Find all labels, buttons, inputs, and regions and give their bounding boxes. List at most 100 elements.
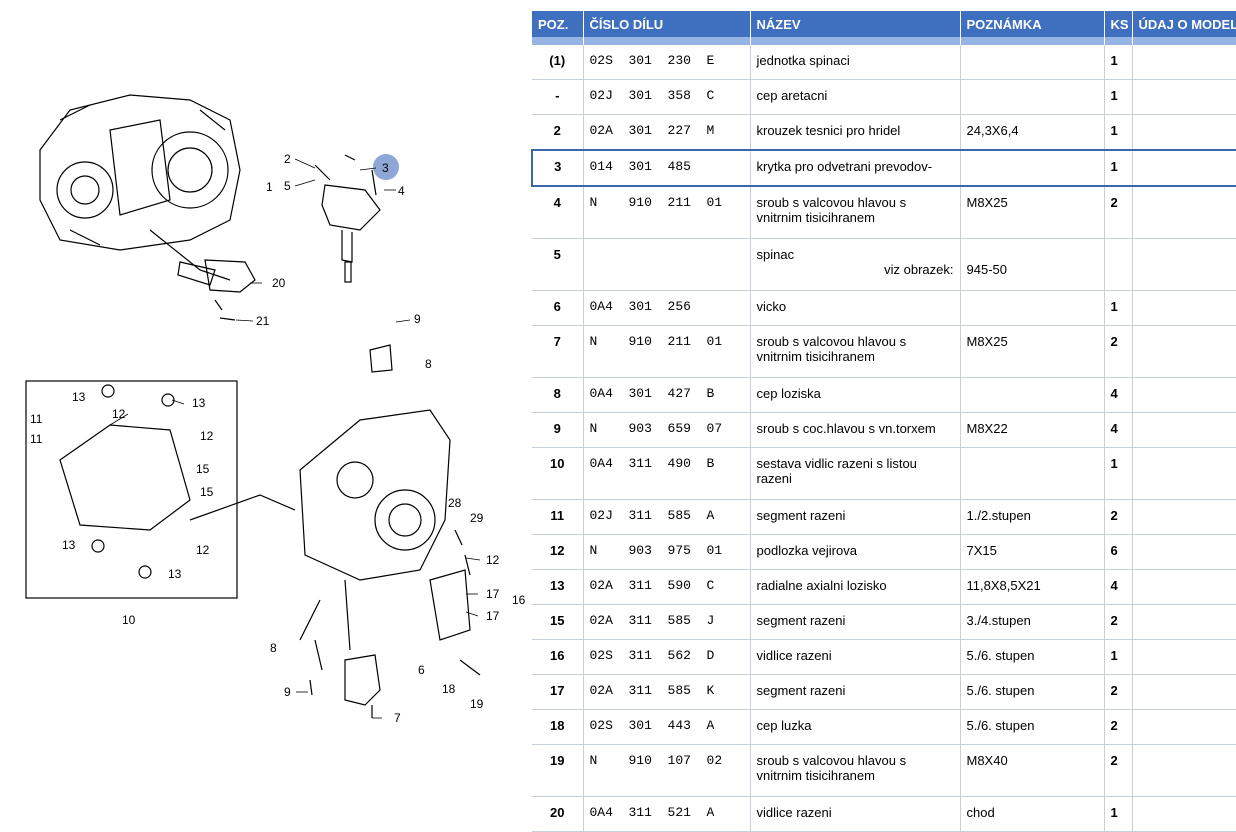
table-filter-row <box>532 37 1236 45</box>
cell-name: podlozka vejirova <box>750 534 961 570</box>
cell-part-number: 02S 311 562 D <box>583 639 751 675</box>
cell-pos: 13 <box>532 569 584 605</box>
table-header-row: POZ. ČÍSLO DÍLU NÁZEV POZNÁMKA KS ÚDAJ O… <box>532 11 1236 37</box>
cell-model <box>1132 796 1236 832</box>
table-row[interactable]: 19 N 910 107 02 sroub s valcovou hlavou … <box>532 744 1236 797</box>
gearbox-housing-top <box>39 94 241 281</box>
table-row[interactable]: 8 0A4 301 427 B cep loziska 4 <box>532 377 1236 413</box>
cell-part-number: 02J 311 585 A <box>583 499 751 535</box>
cell-pos: 12 <box>532 534 584 570</box>
cell-pos: 20 <box>532 796 584 832</box>
cell-model <box>1132 186 1236 239</box>
cell-part-number: 02S 301 443 A <box>583 709 751 745</box>
cell-model <box>1132 534 1236 570</box>
cell-note: chod <box>960 796 1105 832</box>
filter-cell <box>750 37 961 45</box>
cell-name: cep aretacni <box>750 79 961 115</box>
cell-model <box>1132 149 1236 187</box>
table-row-selected[interactable]: 3 014 301 485 krytka pro odvetrani prevo… <box>531 149 1236 187</box>
cell-qty: 1 <box>1104 796 1133 832</box>
table-row[interactable]: 16 02S 311 562 D vidlice razeni 5./6. st… <box>532 639 1236 675</box>
cell-note: M8X40 <box>960 744 1105 797</box>
callout-17b: 17 <box>486 609 500 623</box>
cell-note <box>960 447 1105 500</box>
cell-note <box>960 149 1105 187</box>
cell-name: segment razeni <box>750 499 961 535</box>
col-header-qty[interactable]: KS <box>1104 11 1133 37</box>
cell-part-number <box>583 238 751 291</box>
cell-model <box>1132 412 1236 448</box>
cell-name: krytka pro odvetrani prevodov- <box>750 149 961 187</box>
table-row[interactable]: 17 02A 311 585 K segment razeni 5./6. st… <box>532 674 1236 710</box>
cell-part-number: N 910 107 02 <box>583 744 751 797</box>
cell-name: vicko <box>750 290 961 326</box>
col-header-part-number[interactable]: ČÍSLO DÍLU <box>583 11 751 37</box>
cell-model <box>1132 569 1236 605</box>
cell-part-number: 02A 311 590 C <box>583 569 751 605</box>
cell-part-number: 02J 301 358 C <box>583 79 751 115</box>
cell-name: sroub s valcovou hlavou s vnitrnim tisic… <box>750 186 961 239</box>
cell-part-number: 02A 311 585 K <box>583 674 751 710</box>
table-row[interactable]: 9 N 903 659 07 sroub s coc.hlavou s vn.t… <box>532 412 1236 448</box>
callout-16: 16 <box>512 593 526 607</box>
cell-model <box>1132 604 1236 640</box>
cell-model <box>1132 709 1236 745</box>
col-header-model[interactable]: ÚDAJ O MODELU <box>1132 11 1236 37</box>
cell-part-number: N 910 211 01 <box>583 186 751 239</box>
cell-part-number: N 910 211 01 <box>583 325 751 378</box>
cell-part-number: 014 301 485 <box>583 149 751 187</box>
callout-11a: 11 <box>30 412 43 426</box>
table-row[interactable]: 7 N 910 211 01 sroub s valcovou hlavou s… <box>532 325 1236 378</box>
cell-note: 3./4.stupen <box>960 604 1105 640</box>
see-figure-label: viz obrazek: <box>884 262 954 277</box>
cell-qty: 1 <box>1104 149 1133 187</box>
col-header-name[interactable]: NÁZEV <box>750 11 961 37</box>
cell-pos: - <box>532 79 584 115</box>
cell-qty: 1 <box>1104 114 1133 151</box>
callout-6: 6 <box>418 663 425 677</box>
cell-qty: 2 <box>1104 744 1133 797</box>
table-row[interactable]: 13 02A 311 590 C radialne axialni lozisk… <box>532 569 1236 605</box>
table-row[interactable]: 11 02J 311 585 A segment razeni 1./2.stu… <box>532 499 1236 535</box>
figure-reference-link[interactable]: 945-50 <box>966 262 1007 277</box>
table-row[interactable]: 12 N 903 975 01 podlozka vejirova 7X15 6 <box>532 534 1236 570</box>
cell-note: 5./6. stupen <box>960 709 1105 745</box>
cell-name: jednotka spinaci <box>750 45 961 80</box>
cell-note: 24,3X6,4 <box>960 114 1105 151</box>
callout-7: 7 <box>394 711 401 725</box>
cell-pos: 7 <box>532 325 584 378</box>
table-row[interactable]: 18 02S 301 443 A cep luzka 5./6. stupen … <box>532 709 1236 745</box>
callout-13b: 13 <box>192 396 206 410</box>
cell-pos: (1) <box>532 45 584 80</box>
table-row[interactable]: 20 0A4 311 521 A vidlice razeni chod 1 <box>532 796 1236 832</box>
cell-qty: 2 <box>1104 674 1133 710</box>
filter-cell <box>583 37 751 45</box>
cell-qty: 1 <box>1104 79 1133 115</box>
cell-model <box>1132 499 1236 535</box>
cell-qty: 1 <box>1104 45 1133 80</box>
col-header-note[interactable]: POZNÁMKA <box>960 11 1105 37</box>
cell-name: cep loziska <box>750 377 961 413</box>
inset-shift-fork-assembly <box>25 380 296 599</box>
cell-model <box>1132 639 1236 675</box>
callout-5: 5 <box>284 179 291 193</box>
table-row[interactable]: 10 0A4 311 490 B sestava vidlic razeni s… <box>532 447 1236 500</box>
filter-cell <box>960 37 1105 45</box>
cell-qty: 1 <box>1104 290 1133 326</box>
table-row[interactable]: 6 0A4 301 256 vicko 1 <box>532 290 1236 326</box>
cell-pos: 16 <box>532 639 584 675</box>
col-header-pos[interactable]: POZ. <box>532 11 584 37</box>
cell-pos: 5 <box>532 238 584 291</box>
cell-model <box>1132 377 1236 413</box>
table-row[interactable]: 15 02A 311 585 J segment razeni 3./4.stu… <box>532 604 1236 640</box>
table-row[interactable]: - 02J 301 358 C cep aretacni 1 <box>532 79 1236 115</box>
callout-1: 1 <box>266 180 273 194</box>
gearbox-center <box>299 344 451 651</box>
cell-model <box>1132 45 1236 80</box>
table-row[interactable]: 2 02A 301 227 M krouzek tesnici pro hrid… <box>532 114 1236 151</box>
cell-note: 5./6. stupen <box>960 639 1105 675</box>
leader-lines <box>109 158 481 719</box>
table-row[interactable]: 4 N 910 211 01 sroub s valcovou hlavou s… <box>532 186 1236 239</box>
table-row[interactable]: (1) 02S 301 230 E jednotka spinaci 1 <box>532 45 1236 80</box>
